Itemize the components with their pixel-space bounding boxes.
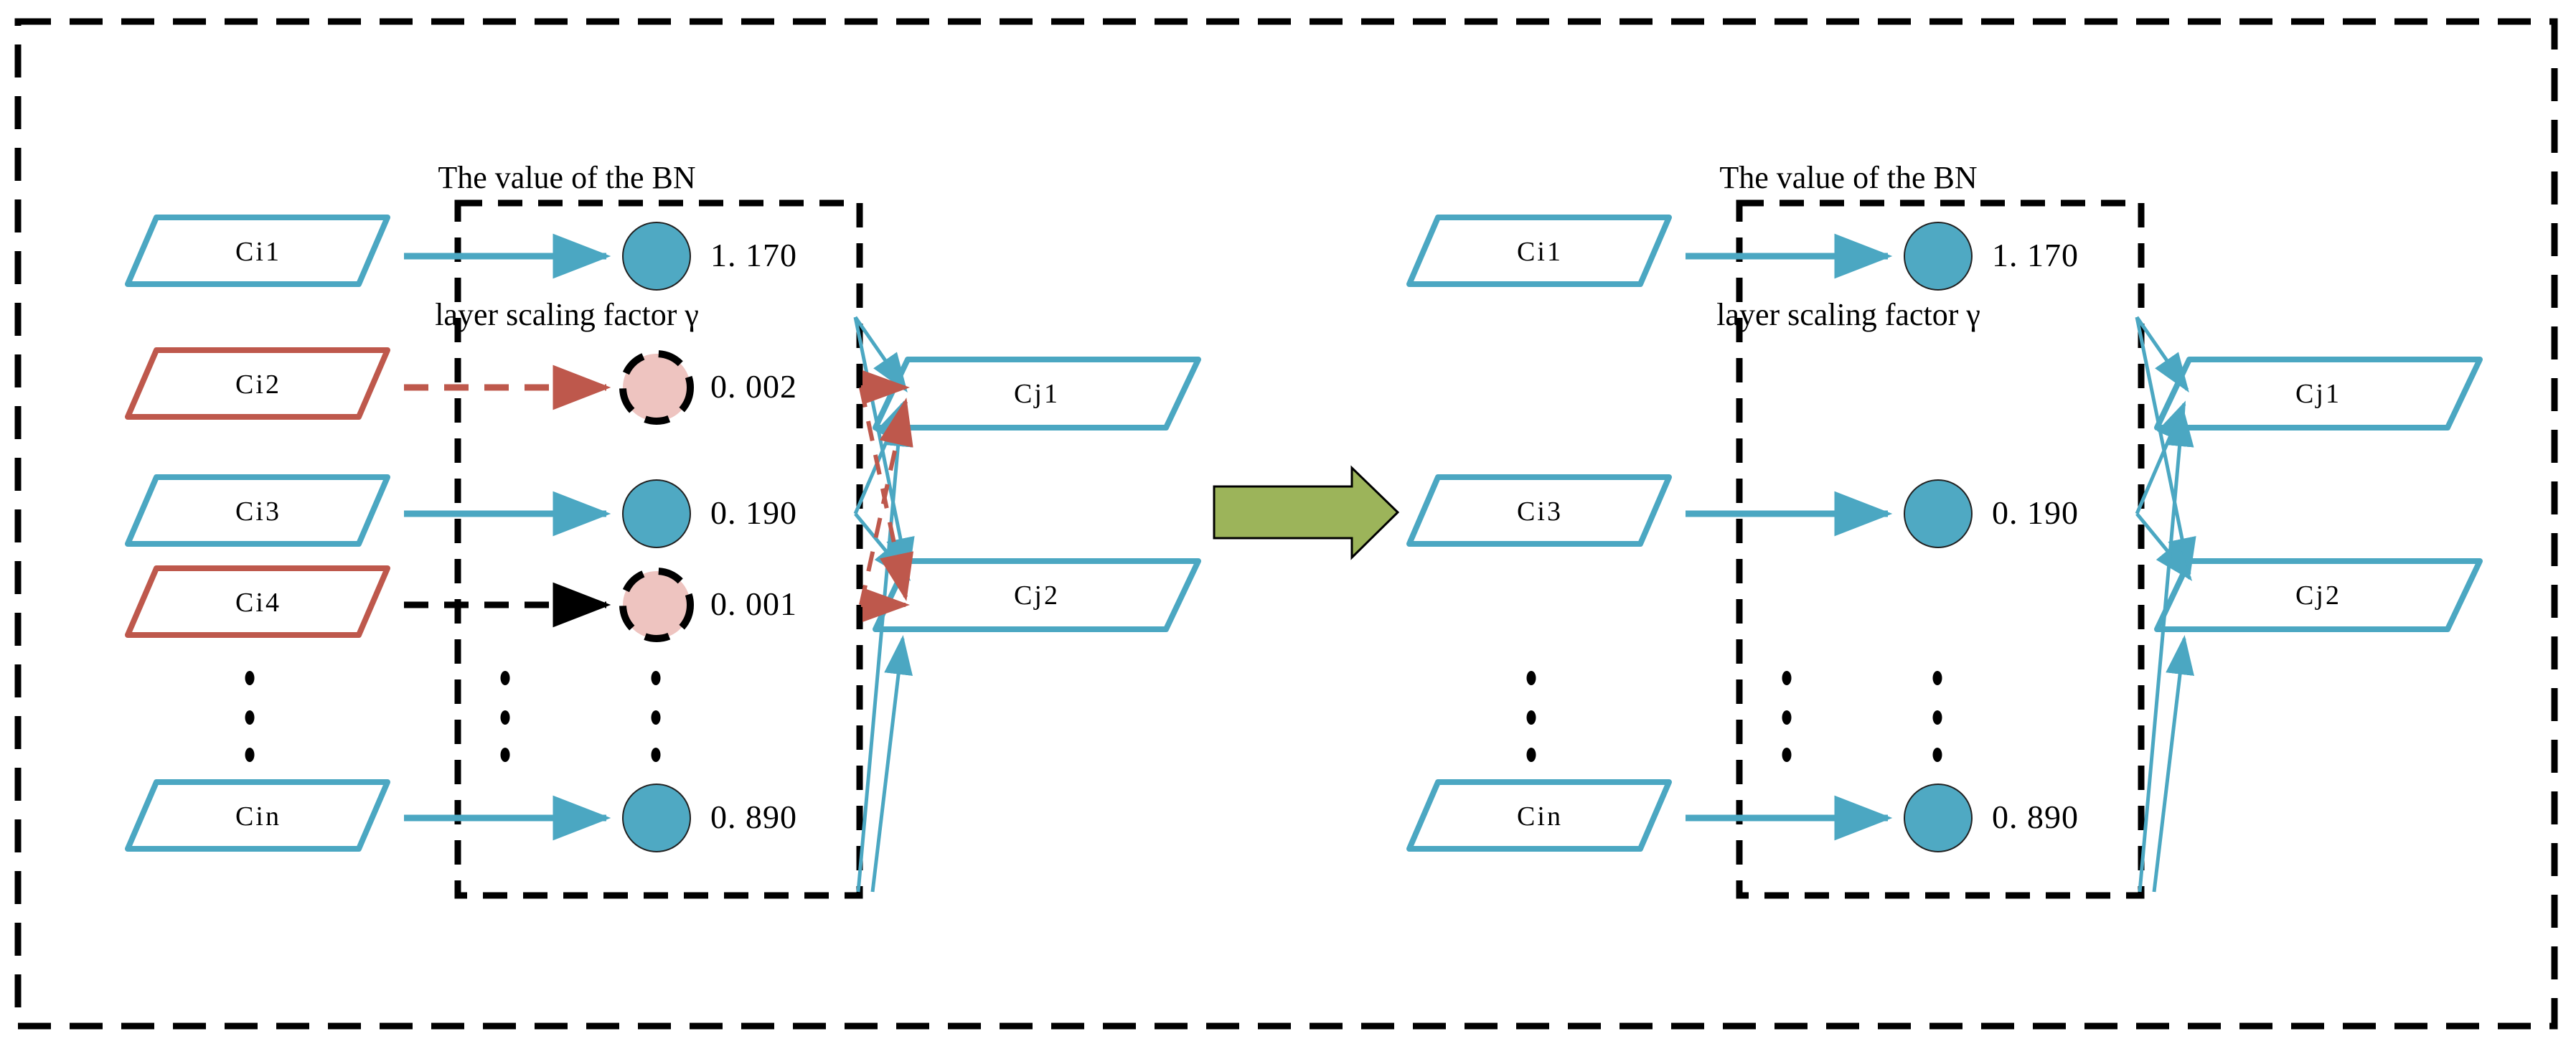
- connections-left-pruned: [859, 370, 914, 622]
- node-ci3-left[interactable]: [125, 474, 390, 547]
- node-label-cj1-right: Cj1: [2295, 379, 2341, 409]
- bn-circle-cin-left: [622, 784, 691, 852]
- bn-circle-ci1-right: [1904, 222, 1973, 291]
- gamma-value-cin-right: 0. 890: [1992, 799, 2079, 835]
- node-ci1-right[interactable]: [1406, 215, 1672, 287]
- node-cin-right[interactable]: [1406, 779, 1672, 852]
- node-label-ci1-right: Ci1: [1517, 237, 1563, 267]
- bn-circle-ci3-right: [1904, 479, 1973, 548]
- panel-title-right: The value of the BN layer scaling factor…: [1669, 63, 2028, 429]
- ellipsis-gamma-right: [1932, 671, 1942, 762]
- panel-title-left-line1: The value of the BN: [438, 159, 696, 195]
- node-label-cin-left: Cin: [235, 801, 281, 832]
- node-cj2-right[interactable]: [2154, 558, 2483, 632]
- node-label-cj2-left: Cj2: [1014, 580, 1060, 611]
- ellipsis-inputs-left: [245, 671, 255, 762]
- node-label-ci3-left: Ci3: [235, 497, 281, 527]
- gamma-value-ci3-left: 0. 190: [710, 494, 797, 531]
- gamma-value-ci3-right: 0. 190: [1992, 494, 2079, 531]
- gamma-value-ci1-left: 1. 170: [710, 237, 797, 273]
- panel-title-right-line1: The value of the BN: [1719, 159, 1978, 195]
- gamma-value-ci1-right: 1. 170: [1992, 237, 2079, 273]
- bn-circle-ci3-left: [622, 479, 691, 548]
- ellipsis-bn-right: [1782, 671, 1792, 762]
- node-label-ci1-left: Ci1: [235, 237, 281, 267]
- connections-right-teal: [2135, 316, 2196, 893]
- node-label-ci2-left: Ci2: [235, 370, 281, 400]
- node-label-cj2-right: Cj2: [2295, 580, 2341, 611]
- bn-group-box-left: [454, 199, 863, 899]
- outer-dashed-frame: [14, 18, 2558, 1030]
- panel-title-left-line2: layer scaling factor γ: [435, 296, 699, 332]
- bn-circle-cin-right: [1904, 784, 1973, 852]
- node-ci3-right[interactable]: [1406, 474, 1672, 547]
- gamma-value-ci2-left: 0. 002: [710, 368, 797, 405]
- ellipsis-inputs-right: [1526, 671, 1536, 762]
- panel-title-right-line2: layer scaling factor γ: [1716, 296, 1980, 332]
- transition-arrow-icon: [1213, 465, 1400, 560]
- node-ci1-left[interactable]: [125, 215, 390, 287]
- bn-circle-ci4-left: [619, 568, 694, 642]
- node-ci2-left[interactable]: [125, 347, 390, 420]
- node-label-cj1-left: Cj1: [1014, 379, 1060, 409]
- node-label-ci3-right: Ci3: [1517, 497, 1563, 527]
- node-label-ci4-left: Ci4: [235, 588, 281, 618]
- gamma-value-ci4-left: 0. 001: [710, 585, 797, 622]
- panel-title-left: The value of the BN layer scaling factor…: [387, 63, 746, 429]
- bn-circle-ci1-left: [622, 222, 691, 291]
- node-ci4-left[interactable]: [125, 565, 390, 638]
- bn-circle-ci2-left: [619, 350, 694, 425]
- gamma-value-cin-left: 0. 890: [710, 799, 797, 835]
- ellipsis-gamma-left: [651, 671, 661, 762]
- ellipsis-bn-left: [500, 671, 510, 762]
- node-label-cin-right: Cin: [1517, 801, 1563, 832]
- node-cin-left[interactable]: [125, 779, 390, 852]
- bn-group-box-right: [1736, 199, 2145, 899]
